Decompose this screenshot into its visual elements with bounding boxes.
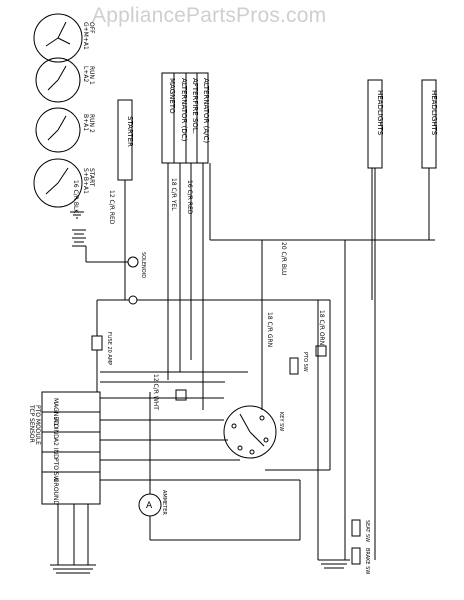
relay-a xyxy=(175,389,187,401)
starter-label: STARTER xyxy=(126,116,134,147)
switch-run1 xyxy=(35,57,81,103)
wire-12-red: 12 C/R RED xyxy=(108,190,115,225)
engine-row-1: ALTERNATOR (A/C) xyxy=(202,78,210,143)
solenoid-label: SOLENOID xyxy=(140,252,146,278)
wire-16-blk: 16 C/R BLK xyxy=(72,180,79,214)
switch-run2-label: RUN 2 xyxy=(88,114,95,133)
ammeter-letter: A xyxy=(146,501,153,511)
pto-switch xyxy=(289,357,299,375)
engine-box xyxy=(161,72,209,164)
switch-off-label: OFF xyxy=(88,22,95,34)
module-row-1: MAGNETO xyxy=(52,398,59,429)
switch-off xyxy=(33,13,83,63)
headlights-a-label: HEADLIGHTS xyxy=(376,90,384,136)
switch-start-contacts: S+B+A1 xyxy=(82,168,89,194)
switch-off-contacts: G+M+A1 xyxy=(82,22,89,50)
module-row-3: A2 IND xyxy=(52,438,59,459)
brake-switch xyxy=(351,547,361,565)
solenoid xyxy=(127,256,139,268)
headlights-b-label: HEADLIGHTS xyxy=(430,90,438,136)
switch-run2-contacts: B+A1 xyxy=(82,114,89,131)
module-box xyxy=(41,391,101,505)
module-title: PTO MODULE xyxy=(34,405,41,445)
module-row-4: PTO SW xyxy=(52,458,59,482)
engine-row-2: AFTERFIRE SOL. xyxy=(191,78,199,134)
key-switch-circle xyxy=(223,405,277,459)
wire-18-orn: 18 C/R ORN xyxy=(318,310,325,345)
battery-symbol xyxy=(70,211,86,247)
seat-switch-label: SEAT SW xyxy=(364,520,370,542)
module-row-5: GROUND xyxy=(52,478,59,505)
ammeter-label: AMMETER xyxy=(161,490,167,515)
relay-b xyxy=(315,345,327,357)
module-row-2: A1 IND xyxy=(52,418,59,439)
switch-run1-contacts: L+A2 xyxy=(82,66,89,82)
fuse-label: FUSE 20 AMP xyxy=(106,332,112,365)
wire-20-blu: 20 C/R BLU xyxy=(280,242,287,275)
key-switch-label: KEY SW xyxy=(278,412,284,431)
wire-18-yel: 18 C/R YEL xyxy=(170,178,177,211)
switch-run1-label: RUN 1 xyxy=(88,66,95,85)
seat-switch xyxy=(351,519,361,537)
brake-switch-label: BRAKE SW xyxy=(364,548,370,574)
wire-18-grn: 18 C/R GRN xyxy=(266,312,273,347)
pto-switch-label: PTO SW xyxy=(302,352,308,372)
module-subtitle: TCP SENSOR xyxy=(28,404,35,443)
wire-12-wht: 12 C/R WHT xyxy=(152,374,159,410)
fuse xyxy=(91,335,103,351)
wire-16-red: 16 C/R RED xyxy=(186,180,193,215)
switch-start xyxy=(33,158,83,208)
engine-row-3: ALTERNATOR (DC) xyxy=(180,78,188,142)
engine-row-4: MAGNETO xyxy=(168,78,176,114)
switch-run2 xyxy=(35,107,81,153)
switch-start-label: START xyxy=(88,168,95,187)
watermark: AppliancePartsPros.com xyxy=(92,4,327,27)
solenoid-node xyxy=(128,295,138,305)
